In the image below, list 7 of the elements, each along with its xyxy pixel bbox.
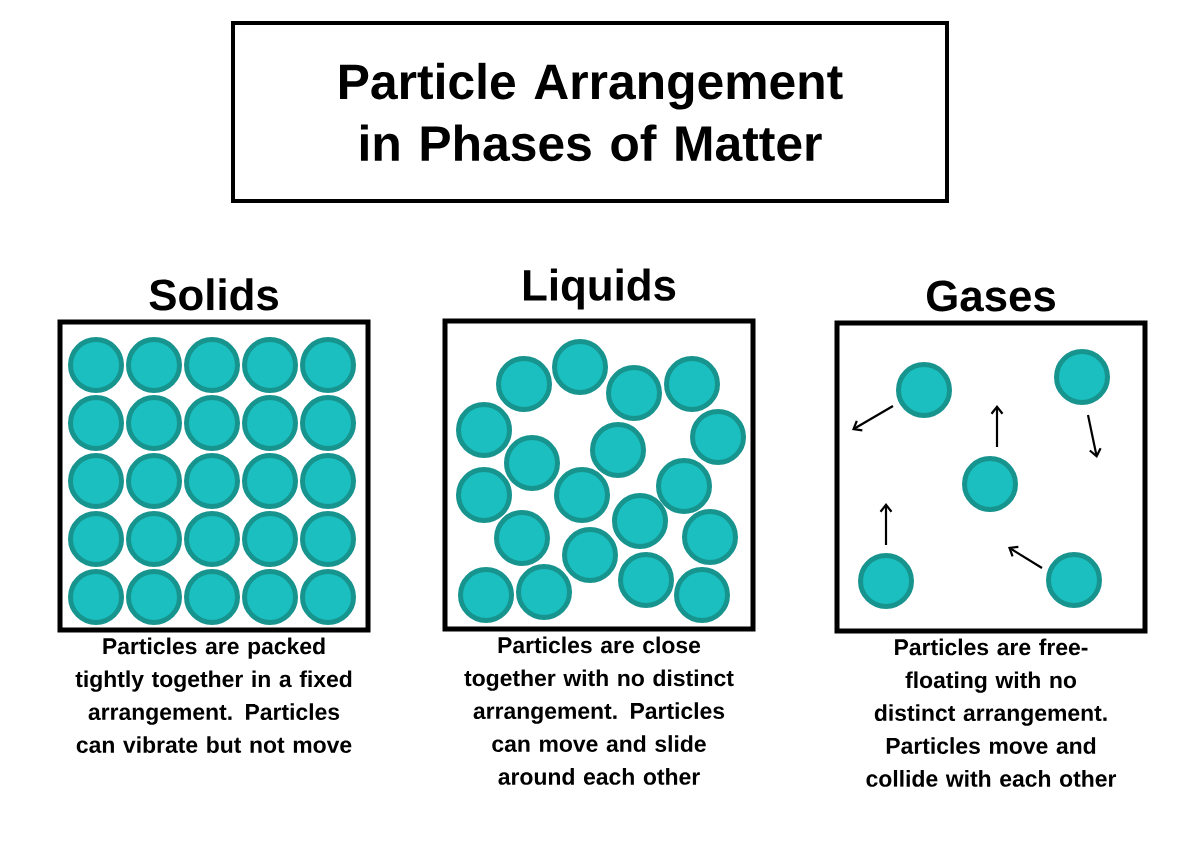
description: Particles are free-floating with no distinct arrangement. Particles move and collide with each other: [866, 638, 1117, 787]
description: Particles are packed tightly together in a fixed arrangement. Particles can vibrate but not move: [75, 637, 352, 753]
description: Particles are close together with no distinct arrangement. Particles can move and slide around each other: [464, 636, 734, 785]
title-box: Particle Arrangement in Phases of Matter: [231, 21, 949, 203]
heading: Gases: [927, 280, 1055, 312]
heading: Solids: [149, 278, 278, 311]
heading: Liquids: [524, 268, 676, 310]
